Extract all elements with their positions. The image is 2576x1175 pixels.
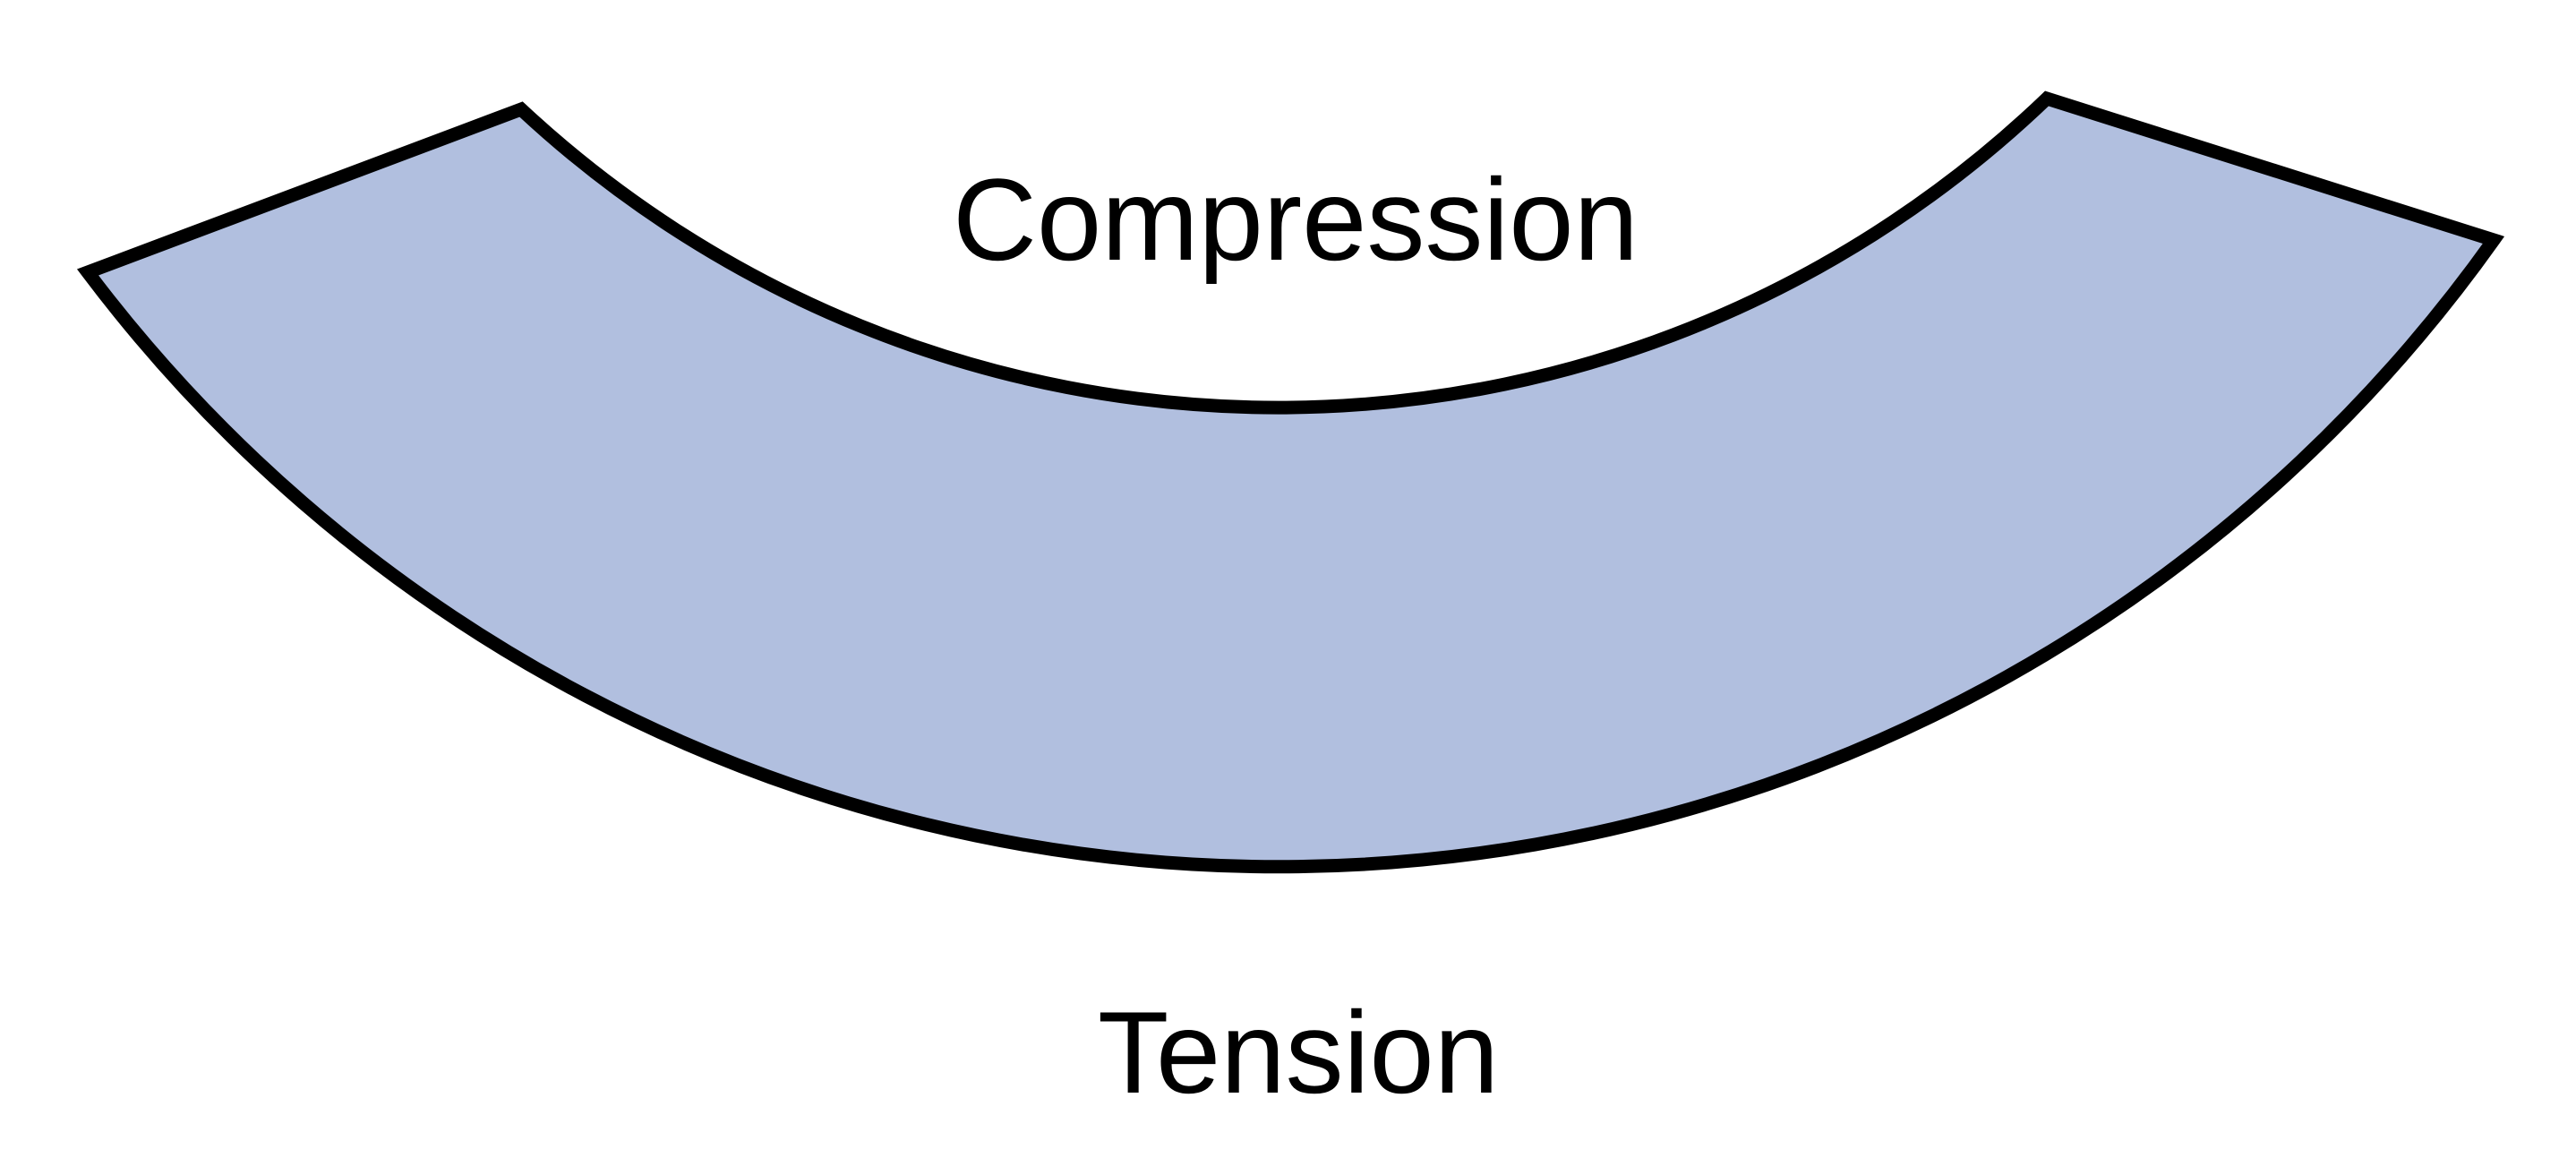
tension-label: Tension bbox=[1098, 987, 1499, 1118]
compression-label: Compression bbox=[953, 154, 1639, 285]
bent-beam-shape bbox=[76, 90, 2505, 874]
